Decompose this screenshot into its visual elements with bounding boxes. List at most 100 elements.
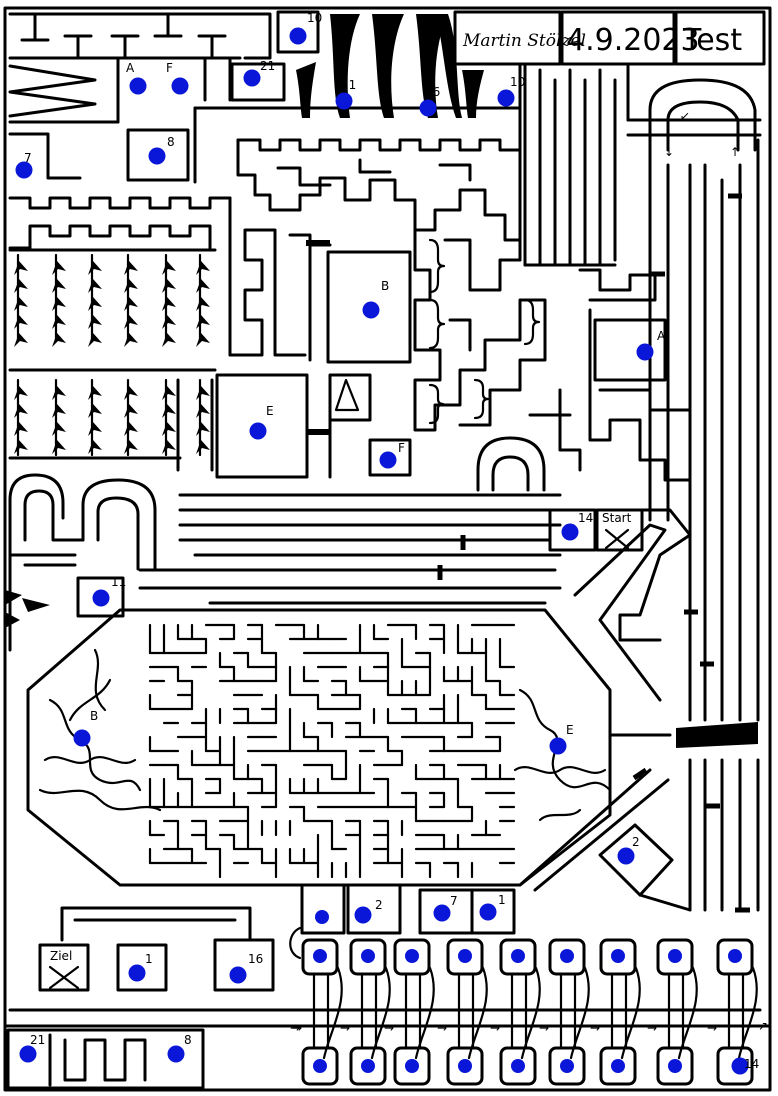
start-marker[interactable]: Start	[602, 511, 632, 550]
chain-dot-bottom[interactable]	[313, 1059, 327, 1073]
portal-p20[interactable]: 7	[433, 894, 458, 922]
chain-dot-top[interactable]	[511, 949, 525, 963]
chain-dot-bottom[interactable]	[668, 1059, 682, 1073]
bottom-strip	[6, 1028, 205, 1090]
portal-label: 2	[632, 835, 640, 849]
portal-p5[interactable]: 11	[335, 78, 357, 110]
portal-label: 8	[167, 135, 175, 149]
portal-label: B	[381, 279, 389, 293]
portal-p12[interactable]: E	[249, 404, 274, 440]
portal-label: E	[566, 723, 574, 737]
portal-p26[interactable]: 14	[731, 1057, 760, 1075]
portal-label: 7	[450, 894, 458, 908]
chain-dot-bottom[interactable]	[405, 1059, 419, 1073]
portal-label: 10	[510, 75, 525, 89]
middle-bands	[138, 436, 692, 702]
portal-label: B	[90, 709, 98, 723]
arrow-columns	[8, 248, 217, 472]
chain-dot-bottom[interactable]	[511, 1059, 525, 1073]
portal-p14[interactable]: 14	[561, 511, 594, 541]
start-label: Start	[602, 511, 632, 525]
chain-dot-top[interactable]	[560, 949, 574, 963]
portal-p21[interactable]: 1	[479, 893, 506, 921]
chain-dot-top[interactable]	[668, 949, 682, 963]
outer-frame	[3, 6, 772, 1092]
svg-text:→: →	[290, 1021, 300, 1035]
chain-dot-top[interactable]	[458, 949, 472, 963]
chain-dot-bottom[interactable]	[560, 1059, 574, 1073]
svg-text:→: →	[707, 1021, 717, 1035]
portal-label: 16	[425, 85, 440, 99]
svg-text:↑: ↑	[730, 145, 740, 159]
svg-text:→: →	[340, 1021, 350, 1035]
portal-label: 14	[744, 1057, 759, 1071]
portal-label: A	[657, 329, 666, 343]
title-label: Test	[682, 23, 742, 58]
portal-p10[interactable]: B	[362, 279, 390, 319]
top-left-comb	[8, 12, 522, 184]
portal-label: 21	[30, 1033, 45, 1047]
portal-p22[interactable]: 1	[128, 952, 153, 982]
portal-p18[interactable]: 2	[617, 835, 640, 865]
portal-p4[interactable]: 21	[243, 59, 276, 87]
svg-text:→: →	[590, 1021, 600, 1035]
chain-dot-top[interactable]	[405, 949, 419, 963]
portal-label: 1	[498, 893, 506, 907]
portal-p9[interactable]: 8	[148, 135, 175, 165]
chain-dot-bottom[interactable]	[361, 1059, 375, 1073]
top-center-spikes	[276, 10, 484, 118]
left-arches	[5, 473, 157, 652]
portal-p3[interactable]: F	[166, 61, 189, 95]
chain-dot-top[interactable]	[611, 949, 625, 963]
svg-text:↓: ↓	[664, 145, 674, 159]
portal-label: 21	[260, 59, 275, 73]
header: Martin Stölzel 4.9.2023 Test	[453, 10, 766, 66]
right-channels: ↙ ↓ ↑	[523, 62, 762, 722]
portal-p15[interactable]: 11	[92, 575, 127, 607]
goal-label: Ziel	[50, 949, 72, 963]
chain-dot-entry[interactable]	[315, 910, 329, 924]
portal-p11[interactable]: A	[636, 329, 667, 361]
portal-label: 11	[341, 78, 356, 92]
portal-label: 8	[184, 1033, 192, 1047]
portal-p19[interactable]: 2	[354, 898, 383, 924]
portal-label: A	[126, 61, 135, 75]
portal-p7[interactable]: 10	[497, 75, 526, 107]
portal-p17[interactable]: E	[549, 723, 574, 755]
svg-text:↙: ↙	[680, 109, 690, 123]
chain-dot-top[interactable]	[313, 949, 327, 963]
brace-maze	[413, 223, 692, 482]
portal-p13[interactable]: F	[379, 441, 406, 469]
bottom-section	[8, 883, 762, 1012]
portal-p2[interactable]: A	[126, 61, 147, 95]
portal-p25[interactable]: 8	[167, 1033, 192, 1063]
portal-chain: →→→→→→→→→→↗	[290, 938, 768, 1086]
portal-label: E	[266, 404, 274, 418]
portal-p1[interactable]: 10	[289, 11, 323, 45]
chain-dot-top[interactable]	[361, 949, 375, 963]
chain-dot-bottom[interactable]	[458, 1059, 472, 1073]
portal-label: 16	[248, 952, 263, 966]
svg-text:→: →	[384, 1021, 394, 1035]
chain-dot-top[interactable]	[728, 949, 742, 963]
svg-text:→: →	[490, 1021, 500, 1035]
goal-marker[interactable]: Ziel	[50, 949, 72, 963]
upper-rooms	[215, 250, 412, 479]
portal-label: 7	[24, 151, 32, 165]
portal-p6[interactable]: 16	[419, 85, 441, 117]
portal-label: 14	[578, 511, 593, 525]
portal-p16[interactable]: B	[73, 709, 99, 747]
portal-p24[interactable]: 21	[19, 1033, 46, 1063]
portal-p8[interactable]: 7	[15, 151, 33, 179]
date-label: 4.9.2023	[566, 23, 700, 58]
svg-text:→: →	[647, 1021, 657, 1035]
svg-text:→: →	[292, 1021, 302, 1035]
chain-dot-bottom[interactable]	[611, 1059, 625, 1073]
right-junction	[518, 722, 760, 913]
svg-text:→: →	[539, 1021, 549, 1035]
hexagon-maze	[26, 608, 612, 887]
portal-p23[interactable]: 16	[229, 952, 264, 984]
portal-label: 2	[375, 898, 383, 912]
portal-label: 11	[111, 575, 126, 589]
